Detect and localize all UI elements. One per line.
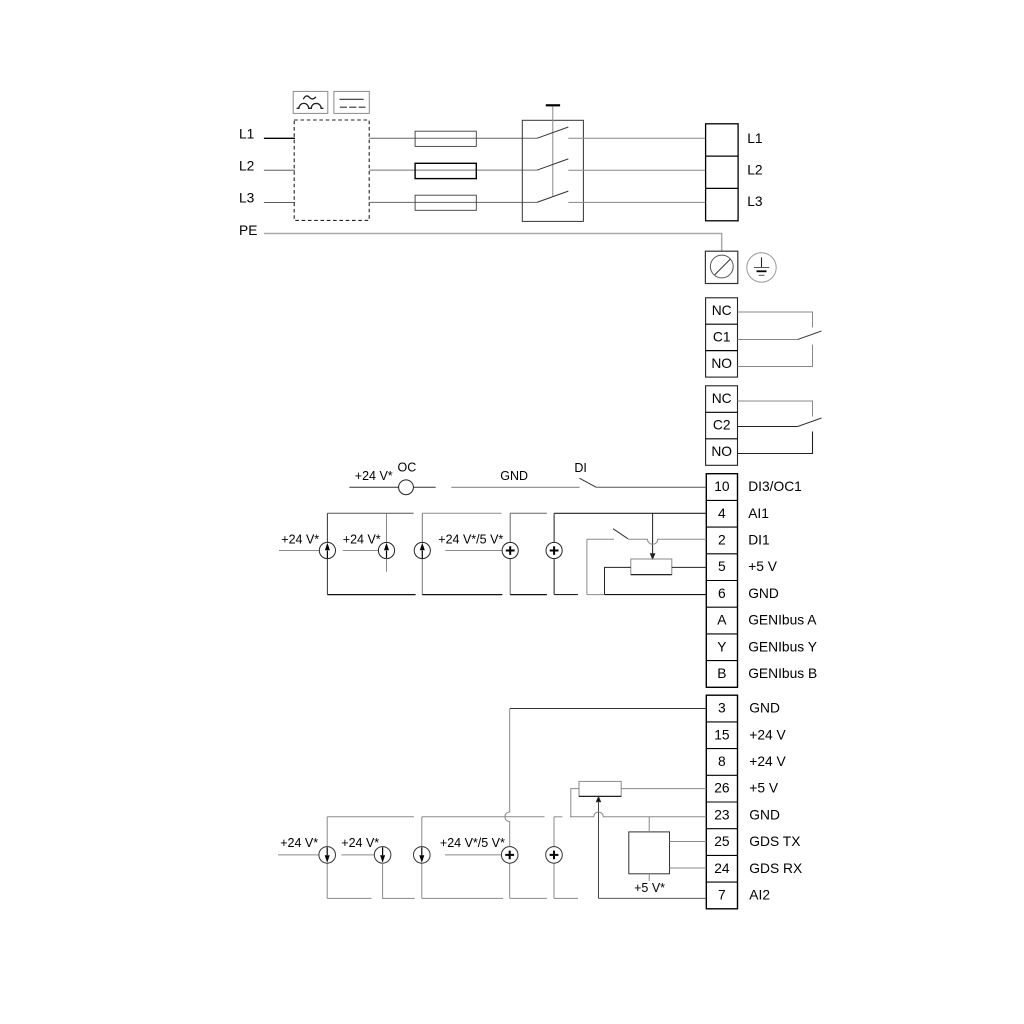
svg-text:8: 8 [718, 754, 726, 769]
svg-text:B: B [717, 666, 726, 681]
svg-text:GND: GND [749, 701, 780, 716]
svg-text:DI1: DI1 [748, 533, 769, 548]
svg-text:+24 V: +24 V [749, 754, 786, 769]
svg-text:DI: DI [574, 461, 587, 475]
svg-text:GENIbus A: GENIbus A [748, 613, 817, 628]
svg-text:+24 V*/5 V*: +24 V*/5 V* [438, 532, 503, 546]
svg-text:AI2: AI2 [749, 888, 770, 903]
svg-text:C1: C1 [713, 329, 731, 344]
svg-text:+24 V*: +24 V* [343, 532, 381, 546]
svg-text:GDS TX: GDS TX [749, 834, 800, 849]
svg-text:L3: L3 [239, 191, 255, 206]
svg-text:AI1: AI1 [748, 506, 769, 521]
svg-text:C2: C2 [713, 418, 731, 433]
svg-text:GDS RX: GDS RX [749, 861, 802, 876]
svg-text:10: 10 [714, 479, 730, 494]
svg-text:+5 V: +5 V [748, 559, 778, 574]
svg-text:+24 V*: +24 V* [341, 836, 379, 850]
svg-text:Y: Y [717, 639, 726, 654]
svg-text:2: 2 [718, 533, 726, 548]
svg-text:15: 15 [714, 727, 730, 742]
svg-text:GENIbus B: GENIbus B [748, 666, 817, 681]
svg-text:+24 V: +24 V [749, 727, 786, 742]
svg-text:6: 6 [718, 586, 726, 601]
svg-text:NO: NO [711, 444, 732, 459]
svg-text:L2: L2 [747, 163, 762, 178]
svg-text:NC: NC [712, 303, 732, 318]
svg-text:23: 23 [714, 807, 730, 822]
svg-text:GND: GND [748, 586, 779, 601]
svg-text:NC: NC [712, 391, 732, 406]
svg-text:3: 3 [718, 701, 726, 716]
svg-text:L3: L3 [747, 194, 763, 209]
svg-text:L1: L1 [747, 131, 762, 146]
svg-text:+24 V*: +24 V* [355, 469, 393, 483]
svg-text:OC: OC [398, 461, 417, 475]
svg-text:NO: NO [711, 356, 732, 371]
svg-text:26: 26 [714, 781, 730, 796]
svg-text:L1: L1 [239, 126, 254, 141]
svg-text:+24 V*: +24 V* [280, 836, 318, 850]
svg-text:7: 7 [718, 888, 726, 903]
svg-text:DI3/OC1: DI3/OC1 [748, 479, 802, 494]
svg-text:GND: GND [500, 469, 528, 483]
svg-text:24: 24 [714, 861, 730, 876]
svg-text:5: 5 [718, 559, 726, 574]
svg-text:GENIbus Y: GENIbus Y [748, 639, 817, 654]
svg-text:PE: PE [239, 223, 257, 238]
svg-text:GND: GND [749, 807, 780, 822]
svg-text:+24 V*/5 V*: +24 V*/5 V* [440, 836, 505, 850]
svg-text:+5 V: +5 V [749, 781, 779, 796]
svg-text:4: 4 [718, 506, 726, 521]
svg-text:+24 V*: +24 V* [281, 532, 319, 546]
svg-text:L2: L2 [239, 158, 254, 173]
svg-text:+5 V*: +5 V* [634, 881, 665, 895]
svg-text:A: A [717, 613, 727, 628]
svg-text:25: 25 [714, 834, 730, 849]
